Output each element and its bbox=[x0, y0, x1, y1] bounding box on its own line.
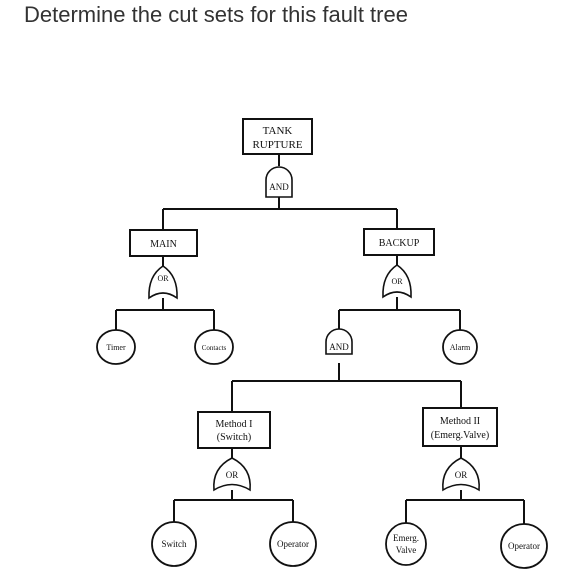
basic-event-operator-2: Operator bbox=[500, 523, 548, 569]
or-gate-main: OR bbox=[148, 265, 178, 300]
operator-2-label: Operator bbox=[508, 541, 540, 551]
basic-event-switch: Switch bbox=[151, 521, 197, 567]
or-gate-main-label: OR bbox=[157, 274, 169, 283]
alarm-label: Alarm bbox=[450, 343, 471, 352]
top-event-line2: RUPTURE bbox=[252, 139, 302, 151]
and-gate-backup-methods: AND bbox=[325, 328, 353, 355]
question-title: Determine the cut sets for this fault tr… bbox=[24, 2, 408, 27]
or-gate-method1: OR bbox=[213, 457, 251, 492]
method1-line2: (Switch) bbox=[217, 432, 251, 443]
basic-event-alarm: Alarm bbox=[442, 329, 478, 365]
basic-event-operator-1: Operator bbox=[269, 521, 317, 567]
method1-line1: Method I bbox=[216, 419, 253, 430]
basic-event-timer: Timer bbox=[96, 329, 136, 365]
contacts-label: Contacts bbox=[202, 344, 227, 352]
and-gate-backup-label: AND bbox=[329, 342, 349, 352]
backup-event-label: BACKUP bbox=[379, 238, 420, 249]
top-event-tank-rupture: TANK RUPTURE bbox=[242, 118, 313, 155]
connector-lines bbox=[115, 154, 525, 524]
method2-event: Method II (Emerg.Valve) bbox=[422, 407, 498, 447]
switch-label: Switch bbox=[161, 539, 187, 549]
top-event-line1: TANK bbox=[263, 125, 293, 137]
or-gate-method2-label: OR bbox=[455, 470, 468, 480]
and-gate-top-label: AND bbox=[269, 182, 289, 192]
timer-label: Timer bbox=[106, 343, 126, 352]
or-gate-method2: OR bbox=[442, 457, 480, 492]
basic-event-emerg-valve: Emerg. Valve bbox=[385, 522, 427, 566]
emerg-valve-line1: Emerg. bbox=[393, 533, 419, 543]
method1-event: Method I (Switch) bbox=[197, 411, 271, 449]
method2-line2: (Emerg.Valve) bbox=[431, 430, 489, 441]
or-gate-backup: OR bbox=[382, 264, 412, 299]
main-event-label: MAIN bbox=[150, 239, 177, 250]
method2-line1: Method II bbox=[440, 416, 480, 427]
and-gate-top: AND bbox=[265, 166, 293, 198]
operator-1-label: Operator bbox=[277, 539, 309, 549]
or-gate-method1-label: OR bbox=[226, 470, 239, 480]
main-event: MAIN bbox=[129, 229, 198, 257]
backup-event: BACKUP bbox=[363, 228, 435, 256]
or-gate-backup-label: OR bbox=[391, 277, 403, 286]
basic-event-contacts: Contacts bbox=[194, 329, 234, 365]
emerg-valve-line2: Valve bbox=[396, 545, 417, 555]
